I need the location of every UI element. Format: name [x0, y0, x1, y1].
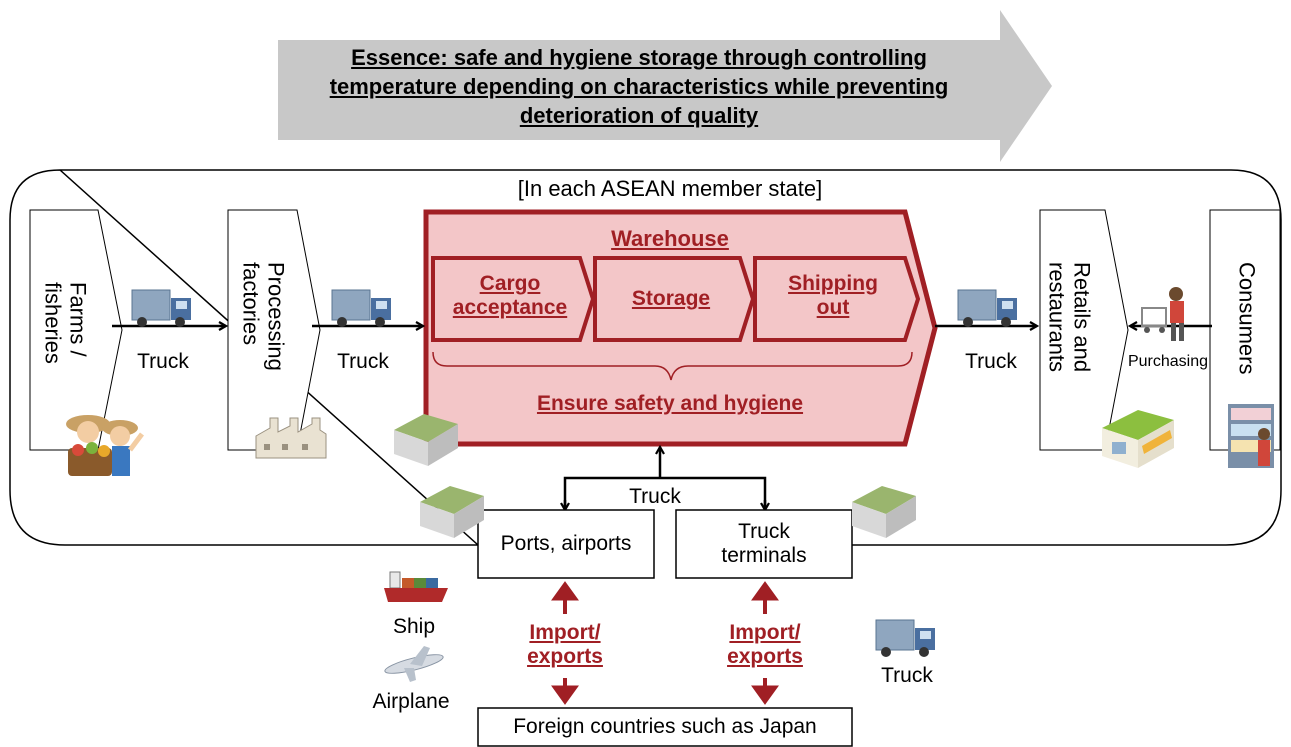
purchasing-label: Purchasing — [1127, 353, 1209, 370]
ship-icon — [384, 571, 448, 602]
truck-label: Truck — [629, 485, 681, 508]
import-export-label-right: Import/ exports — [705, 621, 825, 669]
airplane-icon — [384, 646, 444, 682]
ship-label: Ship — [392, 615, 436, 638]
consumers-box — [1209, 209, 1281, 451]
truck-icon — [331, 289, 391, 327]
consumers-label: Consumers — [1234, 262, 1259, 374]
retails-label-line1: Retails and — [1069, 262, 1095, 373]
airplane-label: Airplane — [372, 690, 450, 713]
farms-label: Farms / fisheries — [40, 282, 91, 364]
retails-label: Retails and restaurants — [1044, 262, 1095, 373]
consumers-label-line1: Consumers — [1234, 262, 1260, 375]
warehouse-title: Warehouse — [611, 226, 729, 251]
warehouse-building-icon — [420, 486, 484, 538]
factories-label-line2: factories — [238, 262, 264, 346]
shipping-step — [753, 256, 921, 342]
import-line2: exports — [527, 645, 603, 669]
truck-label: Truck — [881, 664, 933, 687]
ensure-label: Ensure safety and hygiene — [536, 392, 804, 415]
grocery-shelf-icon — [1228, 404, 1274, 468]
terminals-box — [675, 509, 853, 579]
asean-region-boundary — [9, 169, 1282, 546]
farms-label-line1: Farms / — [65, 282, 91, 357]
ports-box — [477, 509, 655, 579]
import-arrow-left-down — [551, 685, 579, 705]
shopper-cart-icon — [1141, 287, 1184, 341]
cargo-label-line2: acceptance — [452, 296, 568, 320]
truck-label: Truck — [137, 350, 189, 373]
factory-icon — [255, 417, 327, 459]
farms-box — [29, 209, 123, 451]
import-arrow-left-up — [551, 581, 579, 601]
essence-line-2: temperature depending on characteristics… — [329, 74, 949, 100]
essence-line-1: Essence: safe and hygiene storage throug… — [351, 45, 927, 70]
farmers-icon — [66, 415, 144, 476]
storage-step — [593, 256, 756, 342]
truck-icon — [131, 289, 191, 327]
truck-label: Truck — [337, 350, 389, 373]
cargo-label-line1: Cargo — [479, 272, 541, 295]
cargo-step — [431, 256, 596, 342]
shipping-label-line2: out — [816, 296, 850, 320]
truck-link-fork — [563, 476, 767, 508]
import-arrow-right-up — [751, 581, 779, 601]
retails-label-line2: restaurants — [1044, 262, 1070, 373]
shipping-label-line1: Shipping — [788, 272, 878, 295]
warehouse-building-icon — [394, 414, 458, 466]
region-title: [In each ASEAN member state] — [517, 176, 823, 201]
import-line2: exports — [727, 645, 803, 669]
factories-box — [227, 209, 321, 451]
factories-label: Processing factories — [238, 262, 289, 371]
terminals-label: Truck terminals — [676, 520, 852, 568]
factories-label-line1: Processing — [263, 262, 289, 371]
warehouse-building-icon — [852, 486, 916, 538]
shipping-label: Shipping out — [755, 272, 911, 320]
import-arrow-right-down — [751, 685, 779, 705]
cargo-label: Cargo acceptance — [433, 272, 587, 320]
import-line1: Import/ — [529, 621, 601, 644]
truck-label: Truck — [965, 350, 1017, 373]
essence-line-3: deterioration of quality — [519, 103, 759, 129]
truck-icon — [957, 289, 1017, 327]
truck-icon — [875, 619, 935, 657]
terminals-label-line1: Truck — [738, 520, 790, 543]
ports-label: Ports, airports — [500, 532, 632, 555]
import-line1: Import/ — [729, 621, 801, 644]
essence-banner-arrow — [278, 10, 1052, 162]
terminals-label-line2: terminals — [721, 544, 807, 568]
steps-brace — [432, 351, 913, 381]
foreign-label: Foreign countries such as Japan — [513, 715, 817, 738]
shop-icon — [1102, 410, 1174, 468]
farms-label-line2: fisheries — [40, 282, 66, 364]
essence-text: Essence: safe and hygiene storage throug… — [278, 43, 1000, 130]
foreign-box — [477, 707, 853, 747]
import-export-label-left: Import/ exports — [505, 621, 625, 669]
storage-label: Storage — [631, 287, 711, 310]
retails-box — [1039, 209, 1129, 451]
